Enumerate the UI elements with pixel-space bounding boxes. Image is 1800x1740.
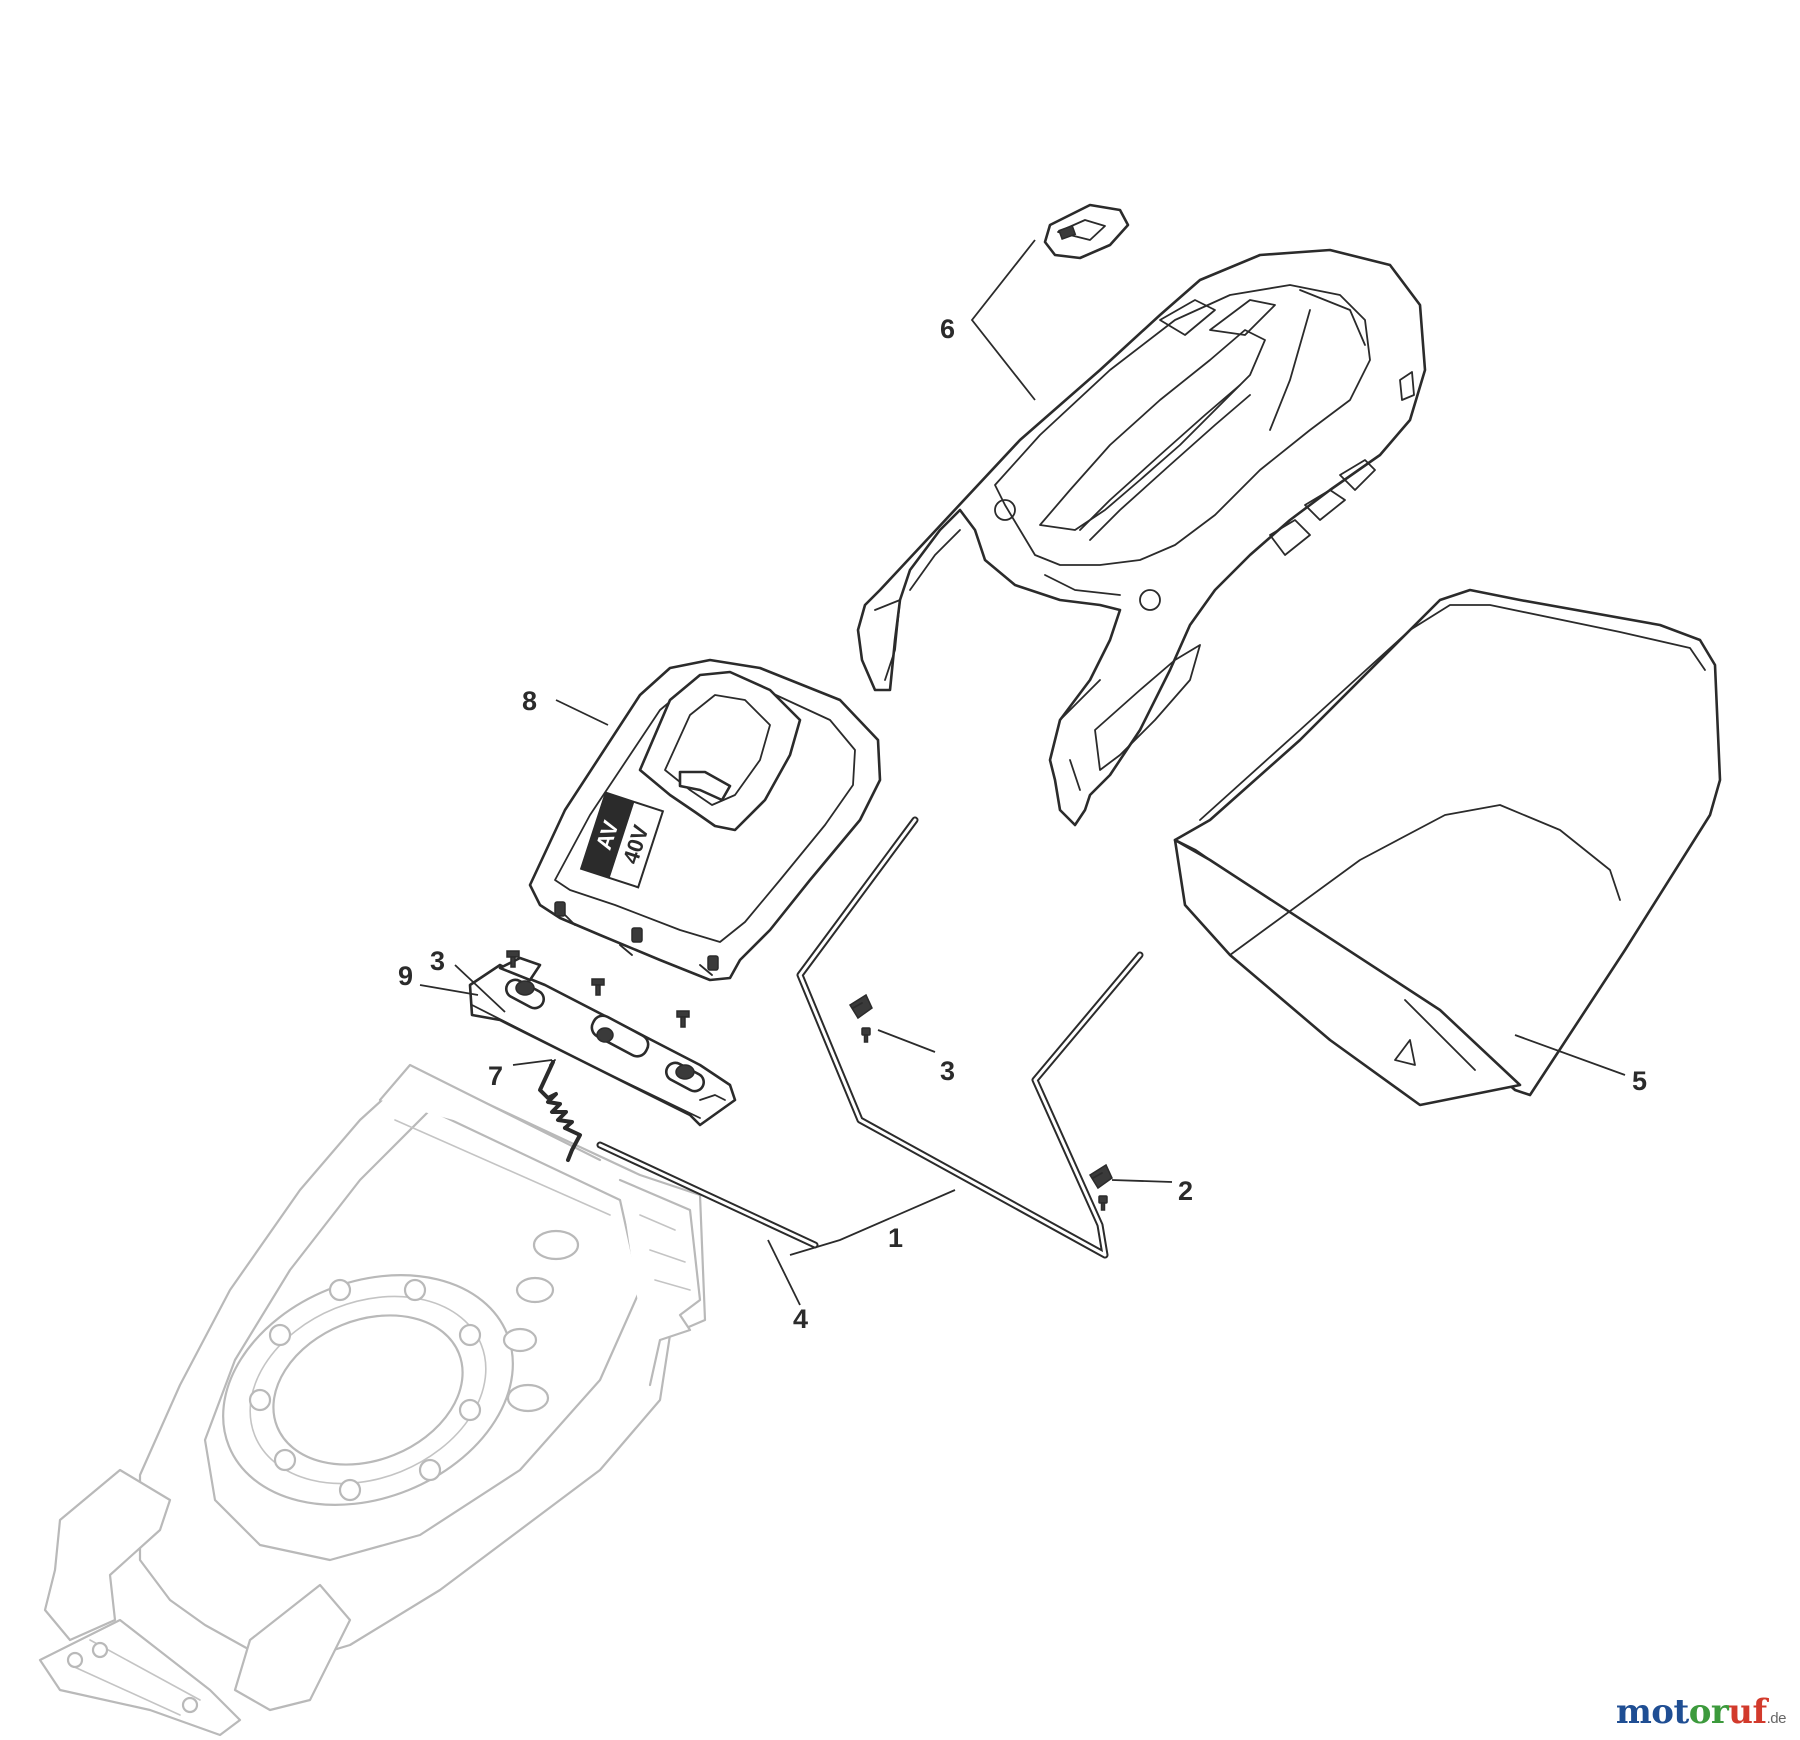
flap-hinge-bracket	[468, 956, 737, 1127]
clip-and-screw-lower	[1088, 1163, 1113, 1211]
grass-bag	[1173, 588, 1722, 1107]
mower-deck	[38, 1063, 707, 1737]
callout-8: 8	[522, 686, 537, 716]
callout-5: 5	[1632, 1066, 1647, 1096]
grass-bag-frame	[796, 816, 1144, 1259]
callout-7: 7	[488, 1061, 503, 1091]
hinge-rod	[596, 1141, 819, 1249]
grass-bag-top-cover	[856, 248, 1427, 827]
callout-6: 6	[940, 314, 955, 344]
watermark-logo: motoruf.de	[1615, 1692, 1787, 1732]
callout-9-visible: 9	[398, 961, 413, 991]
clip-and-screw-upper	[848, 993, 873, 1043]
rear-flap: AV 40V	[528, 658, 882, 982]
callout-4: 4	[793, 1304, 808, 1334]
fill-indicator	[1043, 203, 1130, 260]
leader-lines	[419, 239, 1626, 1306]
callouts: 6 8 3 9 7 3 2 1 4 5	[398, 314, 1647, 1334]
callout-3-upper: 3	[430, 946, 445, 976]
torsion-spring	[538, 1059, 582, 1162]
callout-1: 1	[888, 1223, 903, 1253]
screw-set-upper	[506, 950, 690, 1028]
callout-2: 2	[1178, 1176, 1193, 1206]
callout-3-lower: 3	[940, 1056, 955, 1086]
flap-decal: AV 40V	[579, 791, 665, 889]
